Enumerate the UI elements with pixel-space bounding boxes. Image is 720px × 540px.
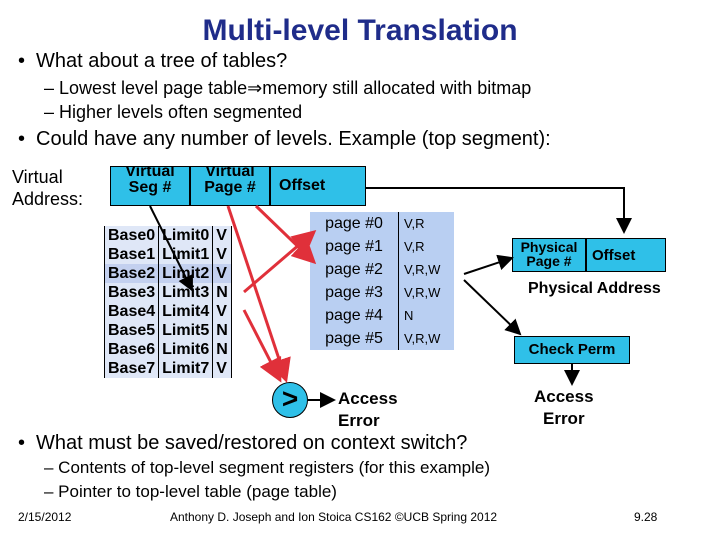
segment-valid: V (212, 226, 232, 245)
physical-address-label: Physical Address (528, 280, 661, 297)
bullet-context-switch: •What must be saved/restored on context … (18, 432, 468, 454)
segment-base: Base1 (103, 245, 160, 264)
sub-bullet-bitmap: – Lowest level page table⇒memory still a… (44, 78, 532, 98)
page-number: page #3 (310, 281, 399, 304)
access-error-left: Access Error (338, 389, 398, 430)
virtual-offset-box: Offset (270, 166, 366, 206)
segment-limit: Limit6 (158, 340, 214, 359)
segment-valid: V (212, 302, 232, 321)
sub-bullet-registers: – Contents of top-level segment register… (44, 458, 490, 477)
check-perm-box: Check Perm (514, 336, 630, 364)
page-title: Multi-level Translation (202, 14, 518, 47)
virtual-address-label: Virtual Address: (12, 167, 84, 209)
access-error-right: Access Error (534, 387, 594, 428)
virtual-page-box: Virtual Page # (190, 166, 270, 206)
segment-valid: N (212, 283, 232, 302)
sub-bullet-pointer: – Pointer to top-level table (page table… (44, 482, 337, 501)
bullet-levels: •Could have any number of levels. Exampl… (18, 128, 551, 150)
segment-limit: Limit3 (158, 283, 214, 302)
page-number: page #5 (310, 327, 399, 350)
segment-base: Base0 (103, 226, 160, 245)
segment-base: Base2 (103, 264, 160, 283)
page-index-arrow (254, 204, 317, 265)
bullet-tree: •What about a tree of tables? (18, 50, 288, 72)
page-number: page #4 (310, 304, 399, 327)
compare-circle: > (272, 382, 308, 418)
segment-base: Base7 (103, 359, 160, 378)
offset-arrow (366, 187, 632, 234)
page-number: page #0 (310, 212, 399, 235)
footer-slide-number: 9.28 (634, 510, 658, 524)
limit-compare-arrow (242, 309, 282, 383)
seg-arrow (149, 205, 193, 292)
segment-valid: V (212, 359, 232, 378)
page-permission: V,R (398, 212, 454, 235)
sub-bullet-segmented: – Higher levels often segmented (44, 102, 303, 122)
physical-page-box: Physical Page # (512, 238, 586, 272)
footer-date: 2/15/2012 (18, 510, 72, 524)
page-permission: N (398, 304, 454, 327)
segment-base: Base5 (103, 321, 160, 340)
page-to-physical-arrow (463, 254, 514, 275)
segment-limit: Limit5 (158, 321, 214, 340)
segment-valid: V (212, 245, 232, 264)
segment-base: Base6 (103, 340, 160, 359)
physical-offset-box: Offset (586, 238, 666, 272)
page-permission: V,R,W (398, 281, 454, 304)
footer-credit: Anthony D. Joseph and Ion Stoica CS162 ©… (170, 510, 498, 524)
segment-valid: N (212, 321, 232, 340)
page-permission: V,R,W (398, 327, 454, 350)
segment-valid: N (212, 340, 232, 359)
segment-limit: Limit0 (158, 226, 214, 245)
page-number: page #1 (310, 235, 399, 258)
virtual-seg-box: Virtual Seg # (110, 166, 190, 206)
segment-base: Base3 (103, 283, 160, 302)
perm-to-check-arrow (463, 279, 522, 336)
segment-valid: V (212, 264, 232, 283)
segment-limit: Limit2 (158, 264, 214, 283)
segment-base: Base4 (103, 302, 160, 321)
page-permission: V,R,W (398, 258, 454, 281)
page-compare-arrow (226, 205, 291, 383)
page-number: page #2 (310, 258, 399, 281)
page-permission: V,R (398, 235, 454, 258)
segment-limit: Limit7 (158, 359, 214, 378)
segment-limit: Limit4 (158, 302, 214, 321)
